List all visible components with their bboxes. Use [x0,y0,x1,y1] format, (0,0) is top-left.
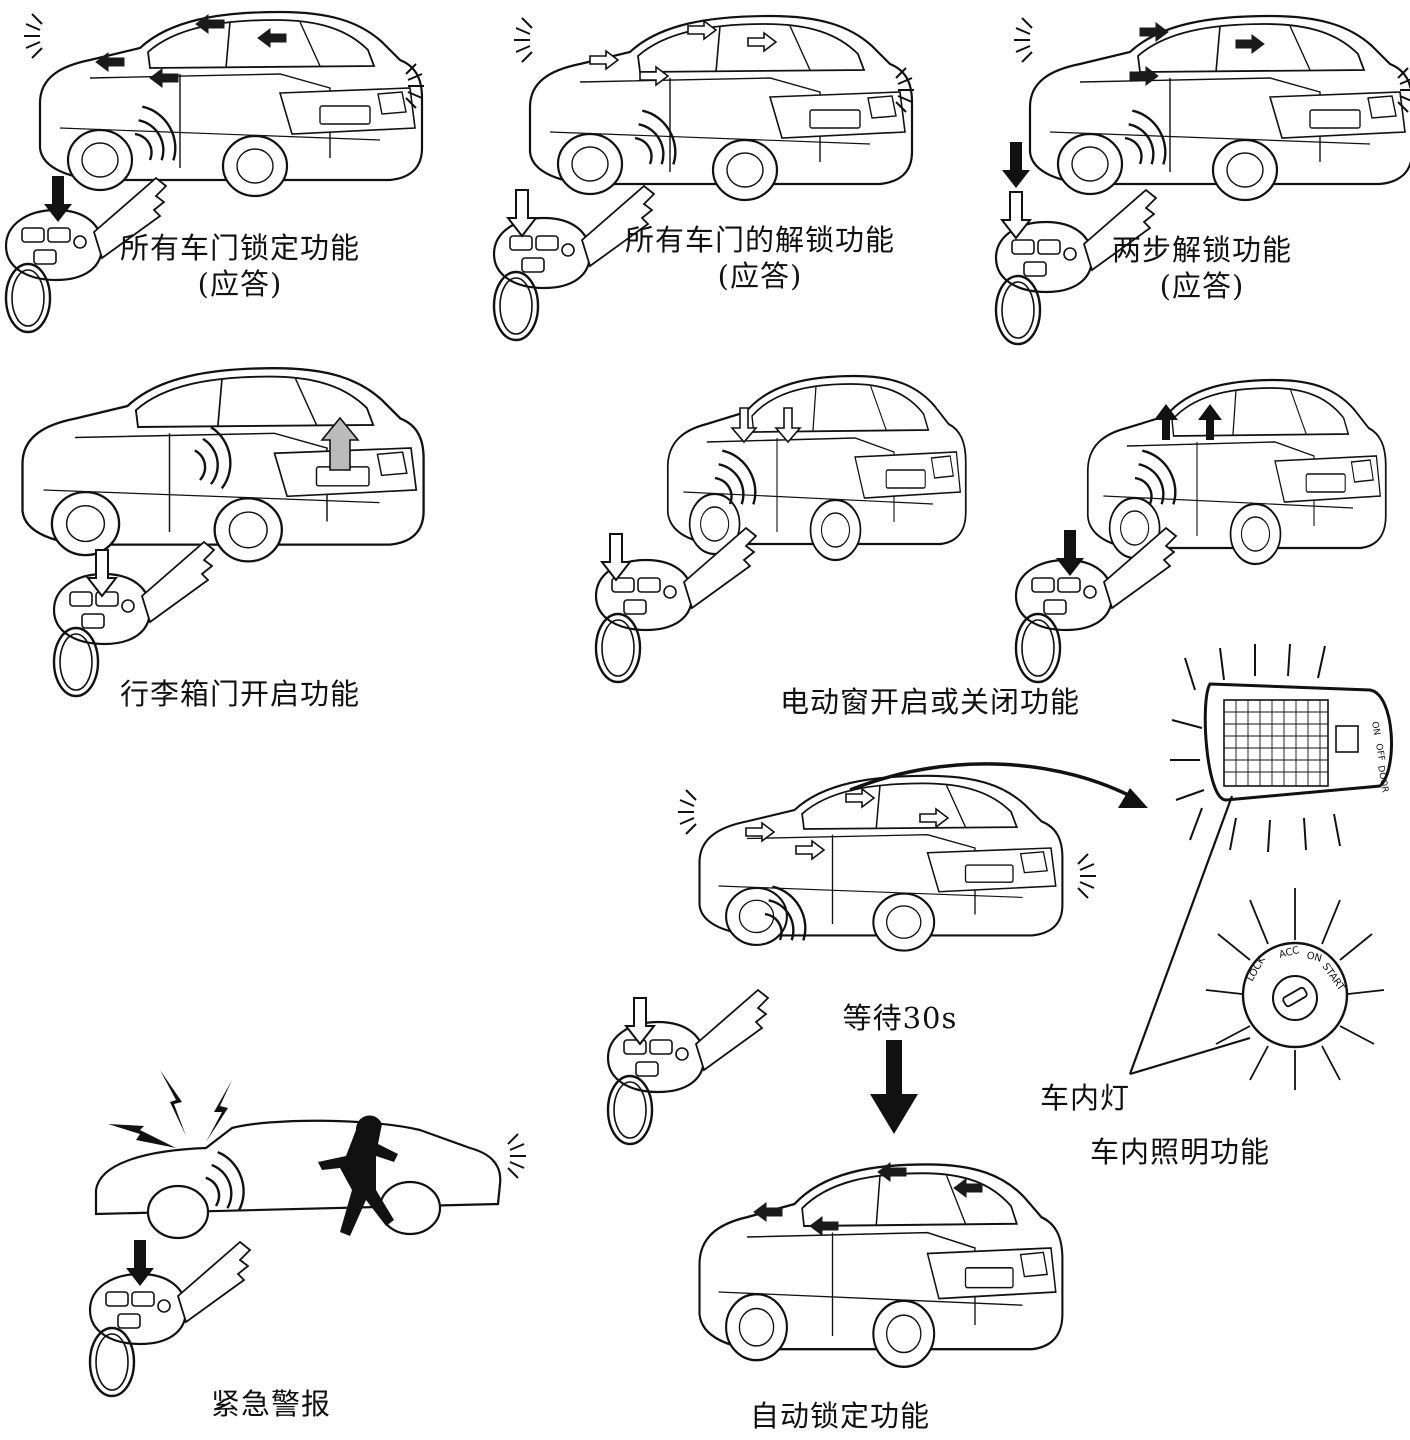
panic-alarm-illustration [88,1070,527,1398]
down-arrow-icon [870,1040,918,1134]
caption-two-step-sub: (应答) [1159,269,1245,303]
caption-lock-all: 所有车门锁定功能 (应答) [90,230,390,302]
caption-lock-all-title: 所有车门锁定功能 [119,231,360,265]
caption-wait: 等待30s [842,1001,958,1035]
curved-arrow-to-lamp [849,762,1139,802]
caption-interior-lamp: 车内灯 [1039,1081,1130,1115]
lamp-switch-door: DOOR [1375,765,1390,794]
caption-power-window: 电动窗开启或关闭功能 [779,685,1080,719]
lamp-switch-on: ON [1369,721,1381,736]
caption-unlock-all: 所有车门的解锁功能 (应答) [600,222,920,294]
caption-panic: 紧急警报 [210,1387,331,1421]
power-window-open-illustration [594,374,967,684]
ignition-switch-icon: LOCK ACC ON START [1205,888,1385,1090]
lamp-switch-off: OFF [1373,743,1386,762]
interior-lamp-icon: ON OFF DOOR [1170,643,1393,853]
ignition-on: ON [1305,950,1323,965]
caption-interior-light: 车内照明功能 [1089,1135,1270,1169]
interior-light-callout-lines [1128,795,1251,1076]
curved-arrow-head [1118,788,1148,808]
caption-unlock-all-sub: (应答) [717,259,803,293]
unlocked-car-illustration [606,774,1097,1146]
caption-trunk: 行李箱门开启功能 [119,677,360,711]
auto-locked-car-illustration [698,1162,1064,1369]
caption-lock-all-sub: (应答) [197,267,283,301]
trunk-open-illustration [21,367,425,698]
ignition-acc: ACC [1278,945,1301,961]
caption-auto-lock: 自动锁定功能 [749,1399,930,1433]
caption-two-step: 两步解锁功能 (应答) [1092,232,1312,304]
power-window-close-illustration [1014,378,1387,684]
caption-two-step-title: 两步解锁功能 [1111,233,1292,267]
caption-unlock-all-title: 所有车门的解锁功能 [624,223,895,257]
